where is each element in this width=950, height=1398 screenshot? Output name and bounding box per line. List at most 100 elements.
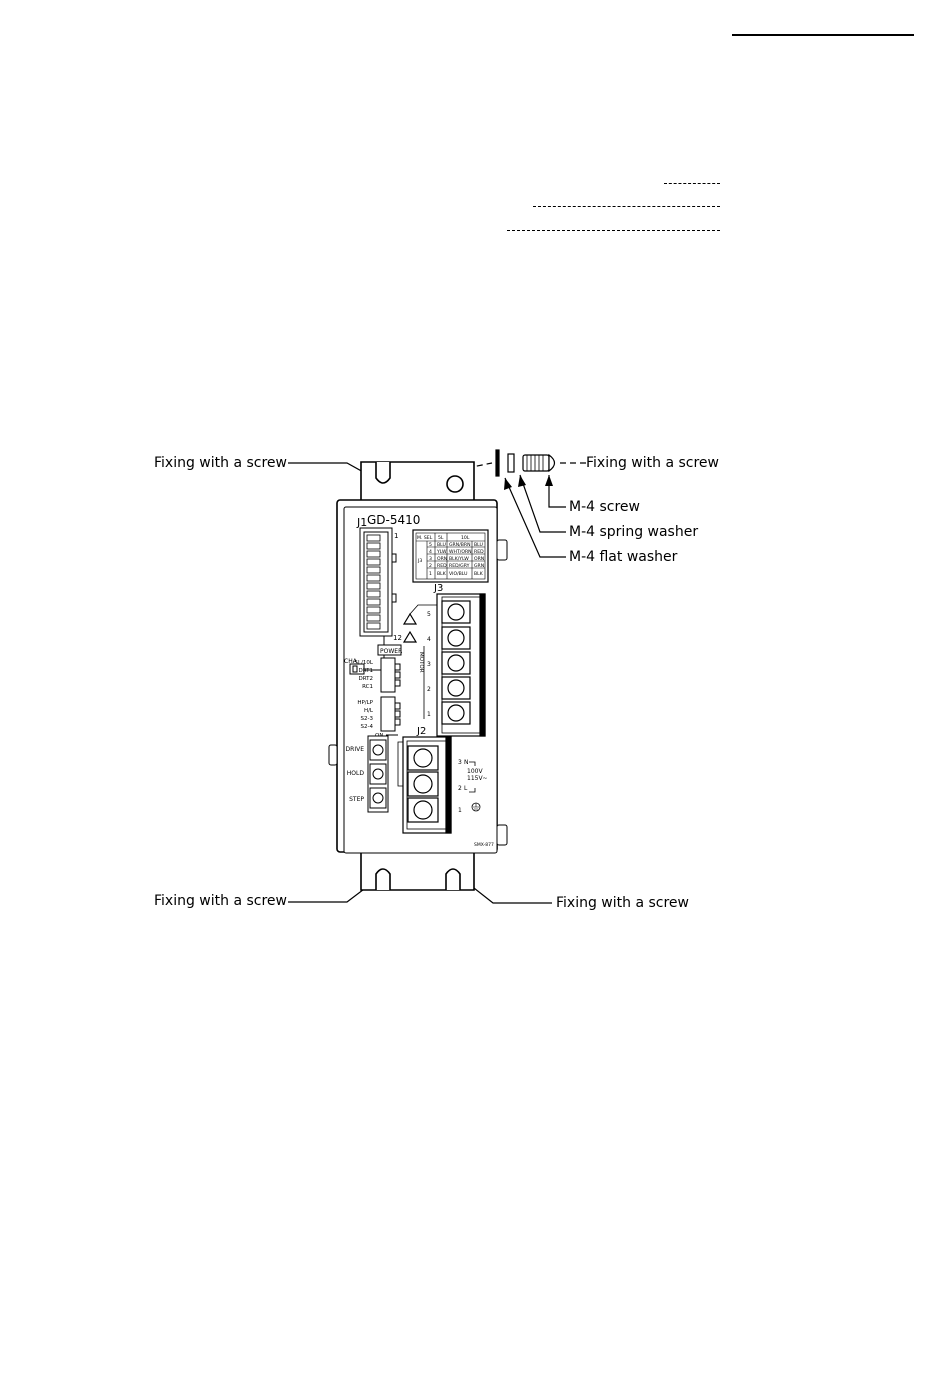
table-cell: GRN [474, 563, 484, 569]
mounting-hardware [495, 449, 556, 477]
table-cell: WHT/ORN [449, 549, 472, 555]
table-cell: 2 [429, 563, 432, 569]
terminal-screw-icon [447, 654, 465, 672]
j2-labels: 3 2 1 N L 100V 115V~ [458, 759, 488, 814]
dip-label: HP/LP [357, 700, 373, 706]
power-label: POWER [380, 648, 402, 655]
dip-switches [377, 644, 402, 736]
step-led-icon [372, 792, 384, 804]
j3-pin-label: 3 [427, 661, 431, 668]
dip-label: S2-3 [361, 716, 374, 722]
j1-connector [349, 527, 397, 675]
terminal-screw-icon [413, 748, 433, 768]
j1-pin-1-label: 1 [394, 532, 398, 540]
table-cell: 1 [429, 571, 432, 577]
hold-label: HOLD [347, 770, 365, 777]
step-label: STEP [349, 796, 364, 803]
dip-switch-1 [380, 657, 396, 693]
bottom-right-slot [445, 868, 461, 890]
j2-pin-label: 2 [458, 785, 462, 792]
cha-label: CHA [344, 658, 358, 665]
drive-label: DRIVE [346, 746, 365, 753]
table-cell: BLK/YLW [449, 556, 469, 562]
header-rule [732, 34, 914, 36]
table-cell: ORN [474, 556, 484, 562]
j1-pin-12-label: 12 [393, 634, 402, 642]
table-group-label: J3 [417, 558, 422, 564]
status-leds [367, 735, 389, 813]
callout-fixing-screw-bottom-right: Fixing with a screw [556, 895, 689, 911]
j3-pin-label: 2 [427, 686, 431, 693]
j3-pin-labels: 5 4 3 2 1 [427, 611, 431, 718]
dip-label: DRT2 [358, 676, 373, 682]
warning-icon [402, 630, 418, 643]
table-header-10l: 10L [461, 535, 470, 541]
table-cell: YLW [436, 549, 447, 555]
bottom-left-slot [375, 868, 391, 890]
j3-pin-label: 4 [427, 636, 431, 643]
table-cell: GRN/BRN [449, 542, 471, 548]
j3-pin-label: 5 [427, 611, 431, 618]
model-label: GD-5410 [367, 513, 420, 527]
toc-leader-2 [533, 206, 720, 207]
drive-led-icon [372, 744, 384, 756]
table-cell: RED [474, 549, 484, 555]
j2-n-label: N [464, 759, 469, 766]
led-labels: DRIVE HOLD STEP [346, 746, 365, 803]
j2-l-label: L [464, 785, 468, 792]
table-header-5l: 5L [438, 535, 444, 541]
top-mounting-hole [446, 475, 464, 493]
dip-label: RC1 [362, 684, 373, 690]
wiring-table-text: M. SEL 5L 10L J3 5 BLU GRN/BRN BLU 4 YLW… [417, 535, 484, 577]
callout-fixing-screw-bottom-left: Fixing with a screw [154, 893, 287, 909]
j3-pin-label: 1 [427, 711, 431, 718]
terminal-screw-icon [413, 774, 433, 794]
table-cell: BLK [474, 571, 484, 577]
callout-fixing-screw-top-right: Fixing with a screw [586, 455, 719, 471]
callout-m4-spring-washer: M-4 spring washer [569, 524, 699, 540]
table-cell: BLU [437, 542, 446, 548]
dip-label: H/L [364, 708, 374, 714]
table-cell: BLU [474, 542, 483, 548]
part-code-label: SMX-877 [474, 842, 494, 848]
table-cell: 3 [429, 556, 432, 562]
j2-label: J2 [416, 726, 426, 737]
top-slot [375, 462, 391, 484]
j3-label: J3 [433, 583, 443, 594]
table-cell: RED [437, 563, 447, 569]
dip-switch-2 [380, 696, 396, 732]
dip-label: DRT1 [358, 668, 373, 674]
voltage-label: 115V~ [467, 775, 488, 782]
screw-head-shape [548, 453, 556, 473]
table-cell: RED/GRY [449, 563, 470, 569]
table-cell: BLK [437, 571, 447, 577]
dip-switch-labels: 5L/10L DRT1 DRT2 RC1 HP/LP H/L S2-3 S2-4 [355, 660, 374, 730]
table-cell: VIO/BLU [449, 571, 468, 577]
motor-label: MOTOR [418, 652, 424, 673]
callout-m4-screw: M-4 screw [569, 499, 640, 515]
power-label-box [377, 644, 402, 656]
terminal-screw-icon [447, 603, 465, 621]
terminal-screw-icon [413, 800, 433, 820]
table-cell: 5 [429, 542, 432, 548]
callout-m4-flat-washer: M-4 flat washer [569, 549, 678, 565]
table-header-msel: M. SEL [417, 535, 433, 541]
toc-leader-1 [664, 183, 720, 184]
spring-washer-shape [507, 453, 515, 473]
table-cell: 4 [429, 549, 432, 555]
wiring-table [412, 529, 489, 583]
toc-leader-3 [507, 230, 720, 231]
j1-label: J1 [356, 516, 367, 529]
terminal-screw-icon [447, 679, 465, 697]
voltage-label: 100V [467, 768, 483, 775]
hold-led-icon [372, 768, 384, 780]
leader-m4-spring-washer [519, 474, 566, 533]
j3-terminal-block [402, 593, 486, 737]
flat-washer-shape [495, 449, 500, 477]
j2-pin-label: 3 [458, 759, 462, 766]
leader-m4-flat-washer [504, 477, 566, 558]
callout-fixing-screw-top-left: Fixing with a screw [154, 455, 287, 471]
terminal-screw-icon [447, 704, 465, 722]
warning-icon [402, 612, 418, 625]
